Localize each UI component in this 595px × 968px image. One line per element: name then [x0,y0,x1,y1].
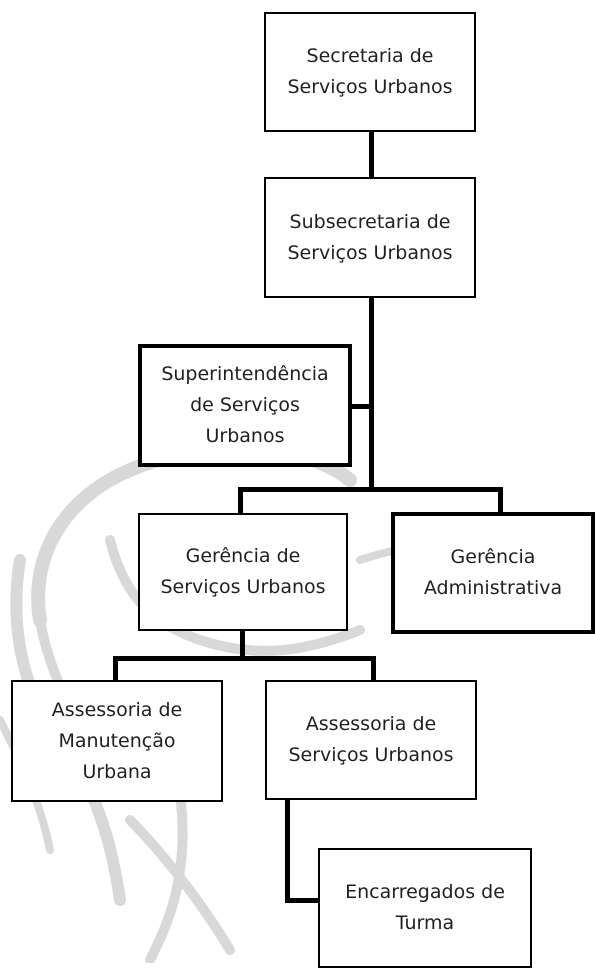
connector-gerencia-administrativa-drop [498,487,503,514]
connector-subsecretaria-trunk [369,297,374,491]
box-superintendencia-servicos-urbanos: Superintendência de Serviços Urbanos [138,344,352,467]
box-assessoria-manutencao-urbana: Assessoria de Manutenção Urbana [11,680,223,802]
connector-assessoria-servicos-down [285,798,290,903]
box-subsecretaria-servicos-urbanos: Subsecretaria de Serviços Urbanos [264,177,476,298]
connector-assessoria-manutencao-drop [113,656,118,681]
box-gerencia-servicos-urbanos: Gerência de Serviços Urbanos [138,513,348,631]
connector-secretaria-subsecretaria [369,130,374,178]
box-encarregados-de-turma: Encarregados de Turma [318,848,532,968]
connector-assessorias-horizontal [113,656,376,661]
box-gerencia-administrativa: Gerência Administrativa [391,512,595,634]
connector-encarregados [285,898,321,903]
connector-assessoria-servicos-drop [371,656,376,681]
connector-superintendencia [350,404,374,409]
box-assessoria-servicos-urbanos: Assessoria de Serviços Urbanos [265,680,477,800]
connector-gerencias-horizontal [238,487,503,492]
connector-gerencia-servicos-drop [238,487,243,514]
box-secretaria-servicos-urbanos: Secretaria de Serviços Urbanos [264,12,476,132]
connector-gerencia-servicos-down [240,630,245,659]
